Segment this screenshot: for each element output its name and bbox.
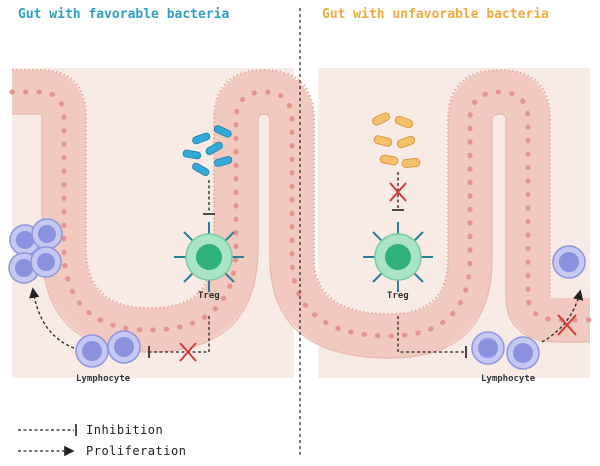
block-x-right-top (389, 182, 407, 202)
title-unfavorable: Gut with unfavorable bacteria (322, 7, 549, 22)
brush-border (12, 68, 551, 316)
proliferation-arrow-left (29, 287, 75, 349)
lymphocytes-right (471, 331, 540, 370)
lymphocyte-label-left: Lymphocyte (76, 374, 131, 384)
unfavorable-bacteria-cluster (372, 112, 421, 168)
proliferation-arrow-right (541, 289, 584, 343)
treg-label-left: Treg (198, 291, 220, 301)
treg-cell-right (363, 222, 433, 292)
treg-to-lymphocyte-inhibition-right (397, 316, 464, 353)
favorable-bacteria-cluster (182, 125, 233, 177)
block-x-right-bottom (557, 314, 577, 336)
lymphocyte-label-right: Lymphocyte (481, 374, 536, 384)
lymphocytes-left (75, 330, 141, 368)
treg-cell-left (174, 222, 244, 292)
block-x-left (179, 342, 197, 362)
legend-inhibition-label: Inhibition (86, 423, 164, 437)
title-favorable: Gut with favorable bacteria (18, 7, 230, 22)
treg-label-right: Treg (387, 291, 409, 301)
treg-to-lymphocyte-inhibition-left (150, 316, 210, 353)
single-lymphocyte-right (552, 245, 586, 279)
legend-proliferation-label: Proliferation (86, 444, 187, 458)
proliferated-lymphocyte-cluster (8, 218, 63, 284)
epithelium-nuclei (9, 89, 593, 339)
